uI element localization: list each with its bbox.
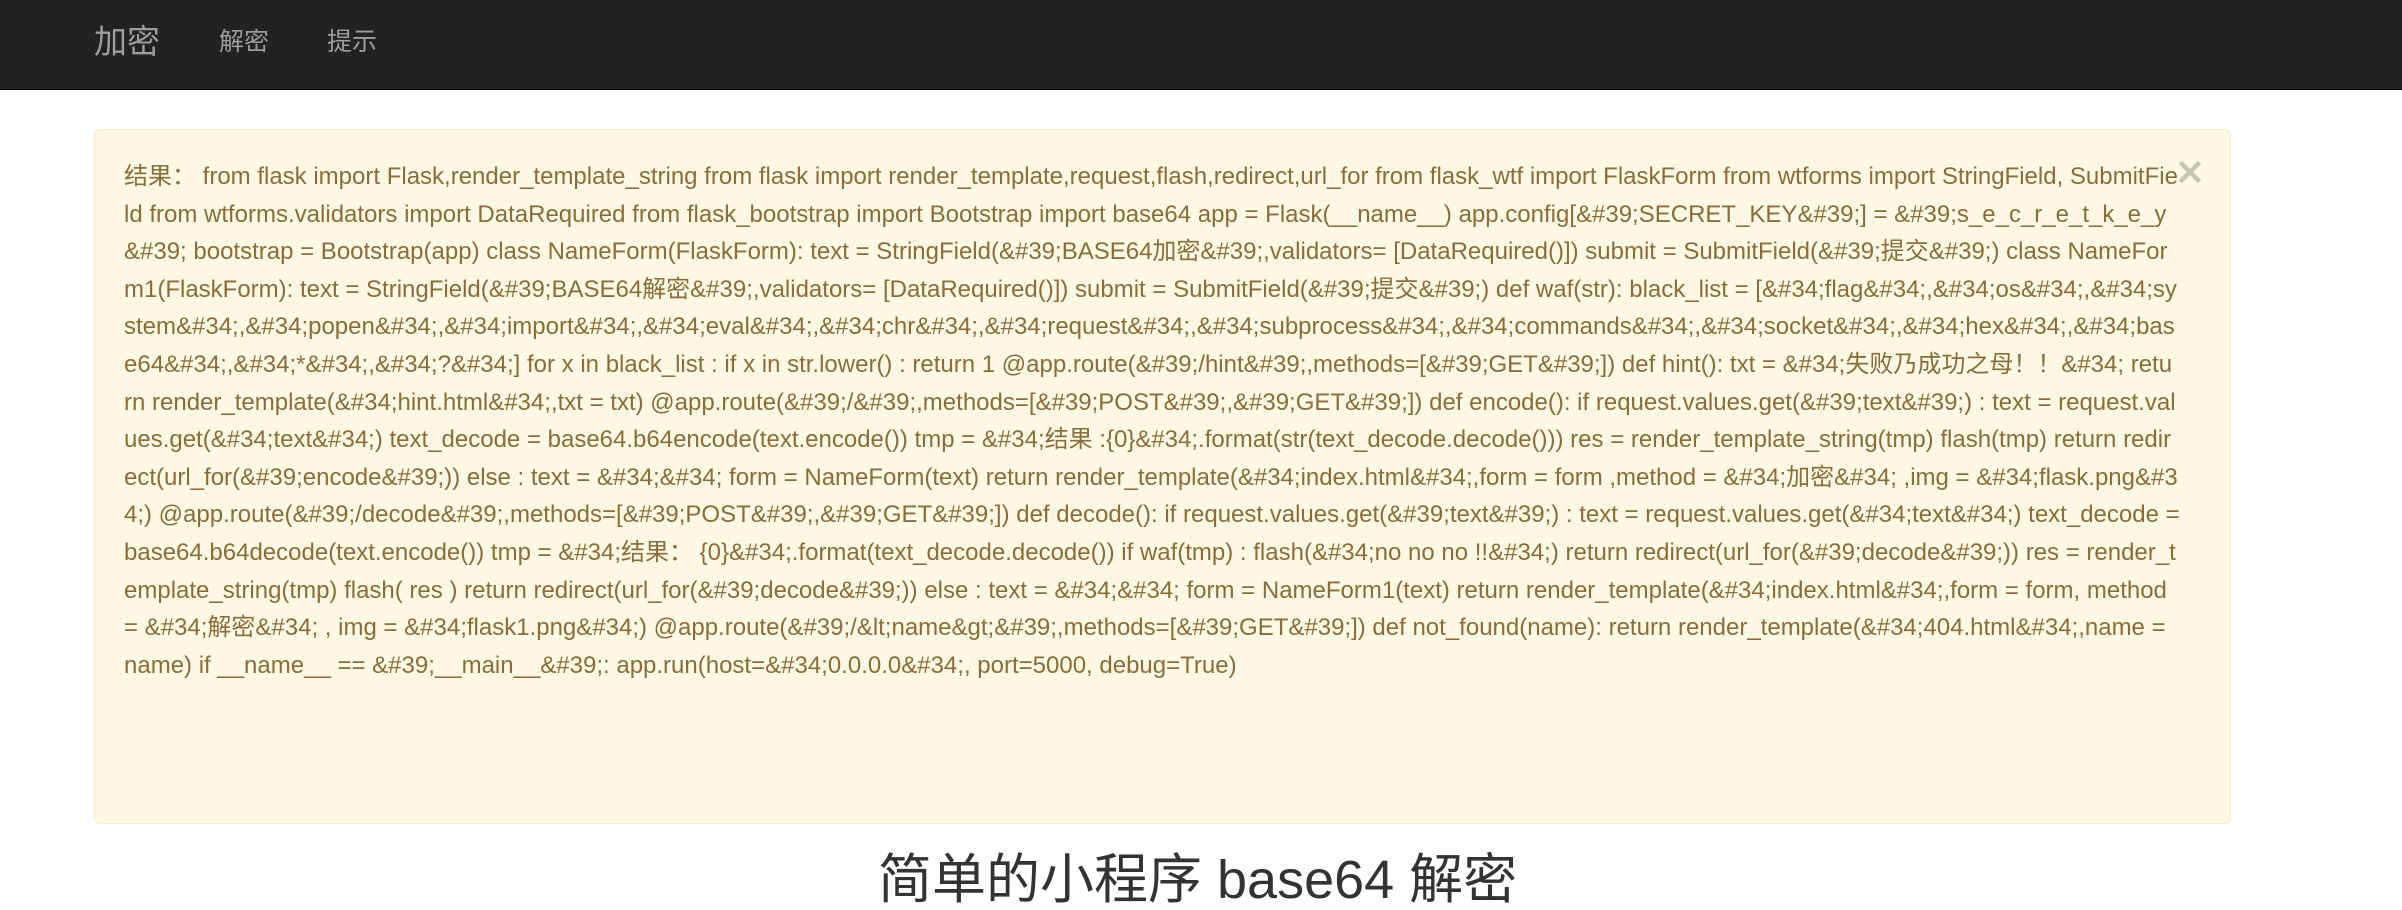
nav-brand-encrypt[interactable]: 加密 (94, 23, 160, 60)
result-alert: 结果： from flask import Flask,render_templ… (94, 129, 2231, 824)
nav-link-decrypt[interactable]: 解密 (219, 28, 270, 56)
page-title: 简单的小程序 base64 解密 (878, 850, 1518, 910)
nav-link-hint[interactable]: 提示 (327, 28, 378, 56)
close-icon[interactable]: × (2174, 149, 2206, 193)
result-text: 结果： from flask import Flask,render_templ… (124, 163, 2180, 679)
navbar: 加密 解密 提示 (0, 0, 2402, 90)
